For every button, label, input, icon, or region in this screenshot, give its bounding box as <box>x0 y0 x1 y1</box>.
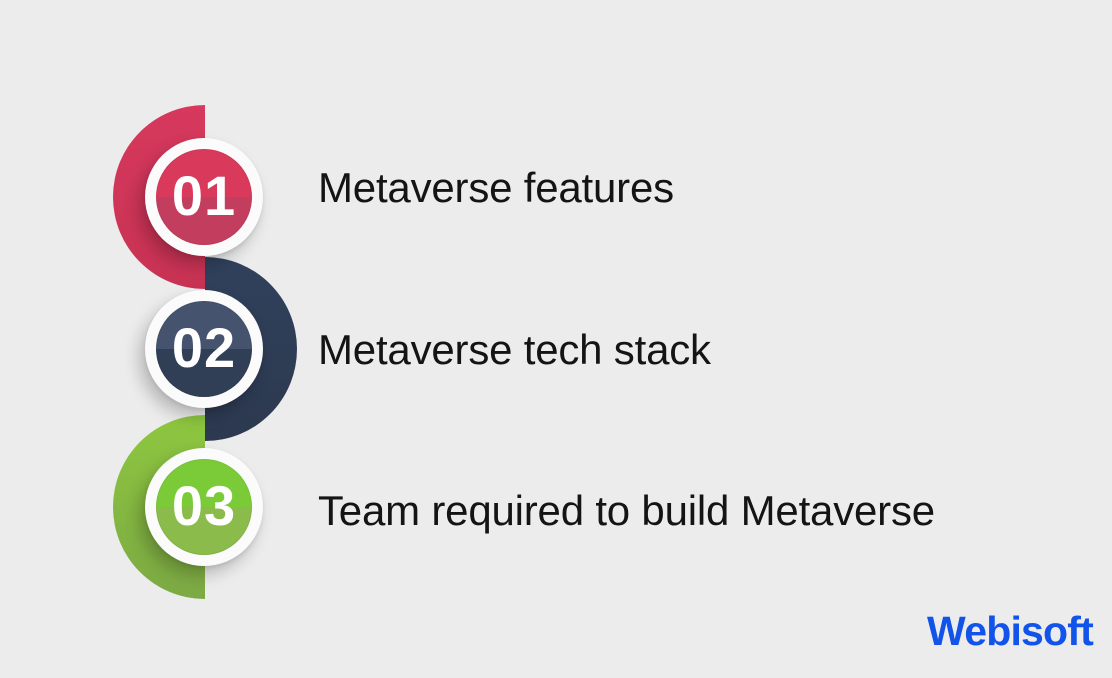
number-badge-03: 03 <box>145 448 263 566</box>
badge-inner-circle: 01 <box>156 149 252 245</box>
badge-inner-circle: 02 <box>156 301 252 397</box>
webisoft-logo: Webisoft <box>927 608 1094 654</box>
step-label-03: Team required to build Metaverse <box>318 487 935 534</box>
badge-inner-circle: 03 <box>156 459 252 555</box>
step-label-01: Metaverse features <box>318 164 674 211</box>
step-number: 01 <box>171 164 237 227</box>
step-label-02: Metaverse tech stack <box>318 326 711 373</box>
number-badge-01: 01 <box>145 138 263 256</box>
step-number: 02 <box>171 316 237 379</box>
step-number: 03 <box>171 474 237 537</box>
number-badge-02: 02 <box>145 290 263 408</box>
